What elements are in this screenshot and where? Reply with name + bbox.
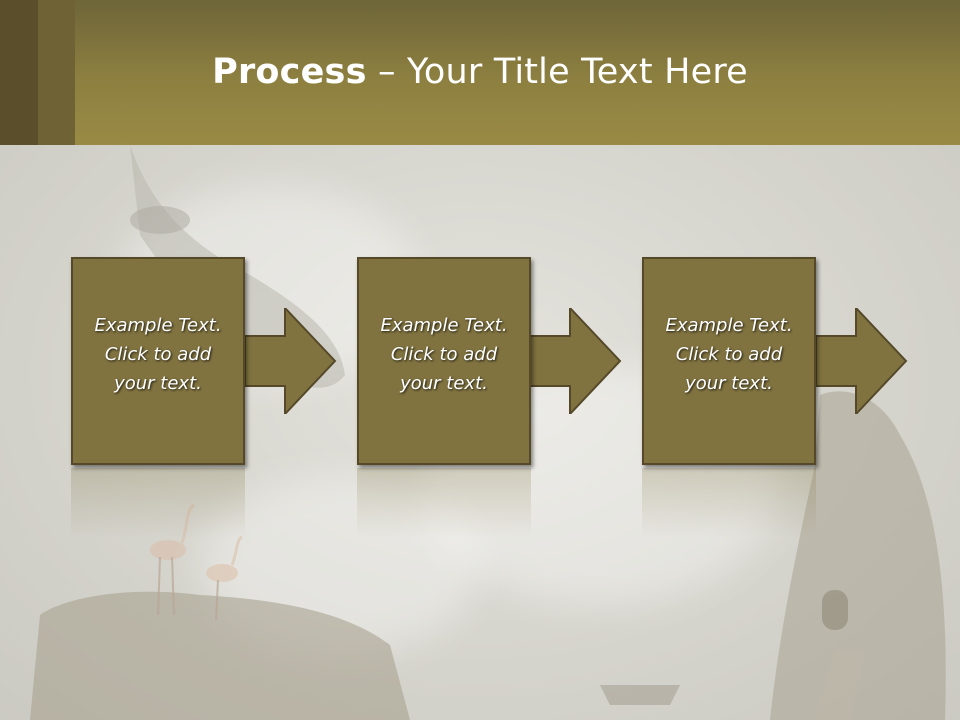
step-line: your text. xyxy=(114,373,202,394)
arrow-right-icon xyxy=(245,308,337,414)
process-step-3[interactable]: Example Text. Click to add your text. xyxy=(642,257,816,465)
arrow-right-icon xyxy=(530,308,622,414)
header-accent-dark xyxy=(0,0,38,145)
step-reflection xyxy=(642,468,816,538)
step-line: your text. xyxy=(400,373,488,394)
step-text: Example Text. Click to add your text. xyxy=(644,311,814,398)
step-line: Example Text. xyxy=(94,315,222,336)
step-line: Example Text. xyxy=(665,315,793,336)
process-step-2[interactable]: Example Text. Click to add your text. xyxy=(357,257,531,465)
step-line: Example Text. xyxy=(380,315,508,336)
process-step-1[interactable]: Example Text. Click to add your text. xyxy=(71,257,245,465)
title-bar: Process – Your Title Text Here xyxy=(0,0,960,145)
step-line: your text. xyxy=(685,373,773,394)
step-text: Example Text. Click to add your text. xyxy=(359,311,529,398)
title-rest: – Your Title Text Here xyxy=(366,52,748,92)
step-line: Click to add xyxy=(104,344,212,365)
page-title[interactable]: Process – Your Title Text Here xyxy=(0,52,960,92)
header-accent-light xyxy=(38,0,75,145)
arrow-right-icon xyxy=(816,308,908,414)
step-reflection xyxy=(357,468,531,538)
title-bold: Process xyxy=(212,52,367,92)
step-text: Example Text. Click to add your text. xyxy=(73,311,243,398)
step-reflection xyxy=(71,468,245,538)
step-line: Click to add xyxy=(390,344,498,365)
step-line: Click to add xyxy=(675,344,783,365)
